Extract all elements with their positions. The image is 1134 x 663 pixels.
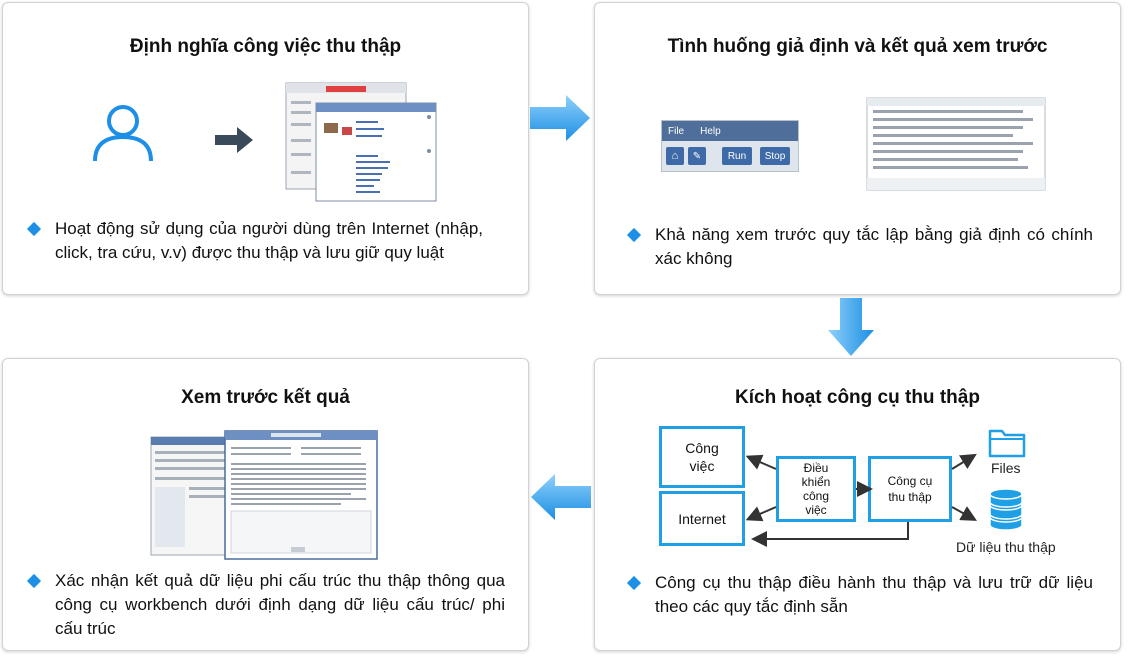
workbench-screenshot-image	[150, 430, 378, 560]
run-button[interactable]: Run	[722, 147, 752, 165]
arrow-down-flow-icon	[828, 298, 874, 356]
browser-screenshot-image	[285, 82, 437, 202]
bullet-diamond-icon	[26, 221, 42, 237]
collected-data-label: Dữ liệu thu thập	[956, 539, 1056, 555]
bullet-activate: Công cụ thu thập điều hành thu thập và l…	[623, 571, 1093, 619]
panel-define-job: Định nghĩa công việc thu thập	[2, 2, 529, 295]
panel-result-preview: Xem trước kết quả Xác nhận kết quả dữ li…	[2, 358, 529, 651]
menu-help[interactable]: Help	[700, 125, 721, 137]
edit-icon[interactable]: ✎	[688, 147, 706, 165]
database-icon	[989, 488, 1023, 531]
arrow-right-icon	[215, 127, 253, 153]
results-table-screenshot	[866, 97, 1046, 191]
stop-button[interactable]: Stop	[760, 147, 790, 165]
flow-connectors	[745, 453, 977, 547]
bullet-define: Hoạt động sử dụng của người dùng trên In…	[23, 217, 483, 265]
home-icon[interactable]: ⌂	[666, 147, 684, 165]
bullet-diamond-icon	[26, 573, 42, 589]
arrow-right-flow-icon	[530, 95, 590, 141]
bullet-result-preview: Xác nhận kết quả dữ liệu phi cấu trúc th…	[23, 569, 505, 641]
bullet-diamond-icon	[626, 227, 642, 243]
toolbar-screenshot: File Help ⌂ ✎ Run Stop	[661, 120, 799, 172]
user-icon	[93, 105, 153, 162]
box-job: Công việc	[659, 426, 745, 488]
arrow-left-flow-icon	[531, 474, 591, 520]
box-job-control: Điều khiển công việc	[776, 456, 856, 522]
menu-bar: File Help	[662, 121, 798, 141]
panel-title: Xem trước kết quả	[181, 387, 350, 408]
bullet-preview-rules: Khả năng xem trước quy tắc lập bằng giả …	[623, 223, 1093, 271]
panel-activate-tool: Kích hoạt công cụ thu thập Công việc Int…	[594, 358, 1121, 651]
panel-preview-rules: Tình huống giả định và kết quả xem trước…	[594, 2, 1121, 295]
panel-title: Định nghĩa công việc thu thập	[129, 36, 402, 57]
panel-title: Tình huống giả định và kết quả xem trước	[667, 36, 1048, 57]
files-label: Files	[991, 460, 1021, 476]
menu-file[interactable]: File	[668, 125, 685, 137]
panel-title: Kích hoạt công cụ thu thập	[735, 387, 980, 408]
folder-icon	[988, 429, 1026, 458]
box-internet: Internet	[659, 491, 745, 546]
bullet-diamond-icon	[626, 575, 642, 591]
